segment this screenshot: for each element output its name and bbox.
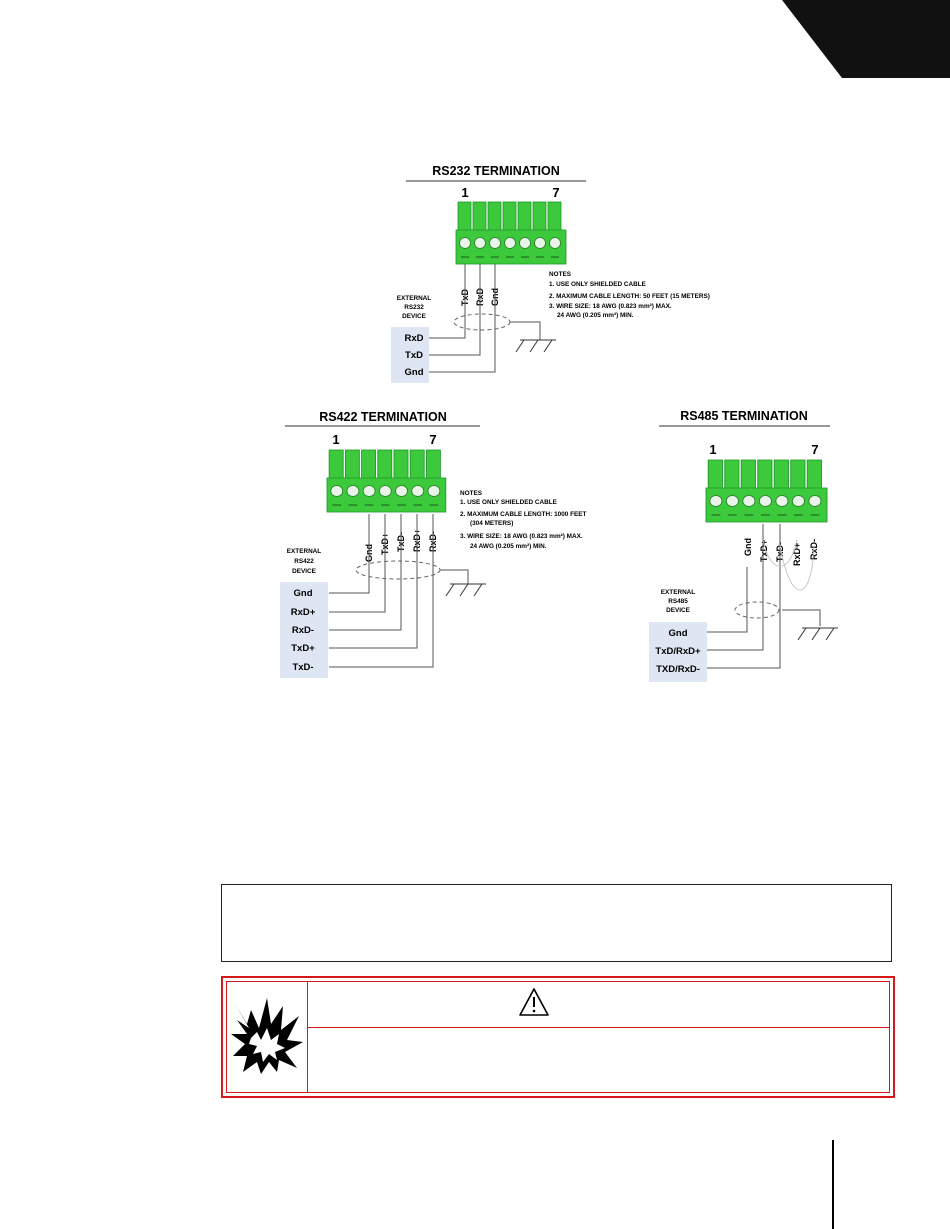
warning-header (308, 982, 889, 1028)
rs232-note: 2. MAXIMUM CABLE LENGTH: 50 FEET (15 MET… (549, 293, 710, 300)
rs232-note: 1. USE ONLY SHIELDED CABLE (549, 281, 647, 288)
rs485-title: RS485 TERMINATION (680, 409, 808, 423)
rs422-device-label: DEVICE (292, 568, 317, 575)
rs422-device-terminal: Gnd (294, 588, 313, 599)
rs232-device-terminal: TxD (405, 350, 423, 361)
rs232-pin-last: 7 (552, 185, 559, 200)
warning-box (221, 976, 895, 1098)
rs422-device-label: RS422 (294, 558, 314, 565)
rs232-notes-heading: NOTES (549, 271, 572, 278)
rs485-pin-last: 7 (811, 442, 818, 457)
rs422-pin-last: 7 (429, 432, 436, 447)
rs485-device-label: DEVICE (666, 607, 691, 614)
rs485-device-terminal: TxD/RxD+ (655, 646, 701, 657)
rs232-pin-first: 1 (461, 185, 468, 200)
rs422-title: RS422 TERMINATION (319, 410, 447, 424)
rs422-connector (326, 449, 447, 513)
rs422-device-box (280, 582, 328, 678)
rs422-device-label: EXTERNAL (287, 548, 322, 555)
rs485-pin-first: 1 (709, 442, 716, 457)
rs422-note: 1. USE ONLY SHIELDED CABLE (460, 499, 558, 506)
warning-inner (226, 981, 890, 1093)
rs232-connector (455, 201, 567, 265)
rs422-note: (304 METERS) (470, 520, 513, 527)
rs485-device-box (649, 622, 707, 682)
page-edge-rule (832, 1140, 834, 1229)
rs485-pin-label: TxD+ (759, 540, 769, 562)
warning-triangle-icon (518, 987, 550, 1022)
rs422-note: 3. WIRE SIZE: 18 AWG (0.823 mm²) MAX. (460, 533, 583, 540)
rs422-note: 2. MAXIMUM CABLE LENGTH: 1000 FEET (460, 511, 587, 518)
rs232-device-label: EXTERNAL (397, 295, 432, 302)
rs485-device-terminal: Gnd (669, 628, 688, 639)
note-box (221, 884, 892, 962)
rs422-device-terminal: RxD- (292, 625, 314, 636)
explosion-icon (227, 998, 307, 1100)
warning-icon-cell (227, 982, 308, 1092)
rs485-diagram: RS485 TERMINATION 1 7 Gnd TxD+ TxD- RxD+… (649, 409, 839, 682)
rs485-pin-label: RxD+ (792, 543, 802, 566)
rs232-device-label: DEVICE (402, 313, 427, 320)
page-corner-tab (782, 0, 950, 78)
rs232-note: 3. WIRE SIZE: 18 AWG (0.823 mm²) MAX. (549, 303, 672, 310)
rs422-notes-heading: NOTES (460, 490, 483, 497)
rs232-device-label: RS232 (404, 304, 424, 311)
rs422-pin-first: 1 (332, 432, 339, 447)
rs232-title: RS232 TERMINATION (432, 164, 560, 178)
rs485-device-label: RS485 (668, 598, 688, 605)
rs422-device-terminal: TxD+ (291, 643, 315, 654)
rs232-diagram: RS232 TERMINATION 1 7 TxD RxD Gnd EXTERN… (391, 164, 710, 383)
wiring-diagrams: RS232 TERMINATION 1 7 TxD RxD Gnd EXTERN… (280, 164, 839, 682)
rs232-device-box (391, 327, 429, 383)
rs485-device-label: EXTERNAL (661, 589, 696, 596)
rs422-device-terminal: RxD+ (291, 607, 316, 618)
rs485-connector (705, 459, 828, 523)
rs485-device-terminal: TXD/RxD- (656, 664, 700, 675)
rs485-pin-label: Gnd (743, 538, 753, 556)
rs422-note: 24 AWG (0.205 mm²) MIN. (470, 543, 547, 550)
rs422-diagram: RS422 TERMINATION 1 7 Gnd TxD+ TxD- RxD+… (280, 410, 587, 678)
rs422-device-terminal: TxD- (292, 662, 313, 673)
rs232-device-terminal: Gnd (405, 367, 424, 378)
rs232-device-terminal: RxD (404, 333, 423, 344)
rs232-note: 24 AWG (0.205 mm²) MIN. (557, 312, 634, 319)
